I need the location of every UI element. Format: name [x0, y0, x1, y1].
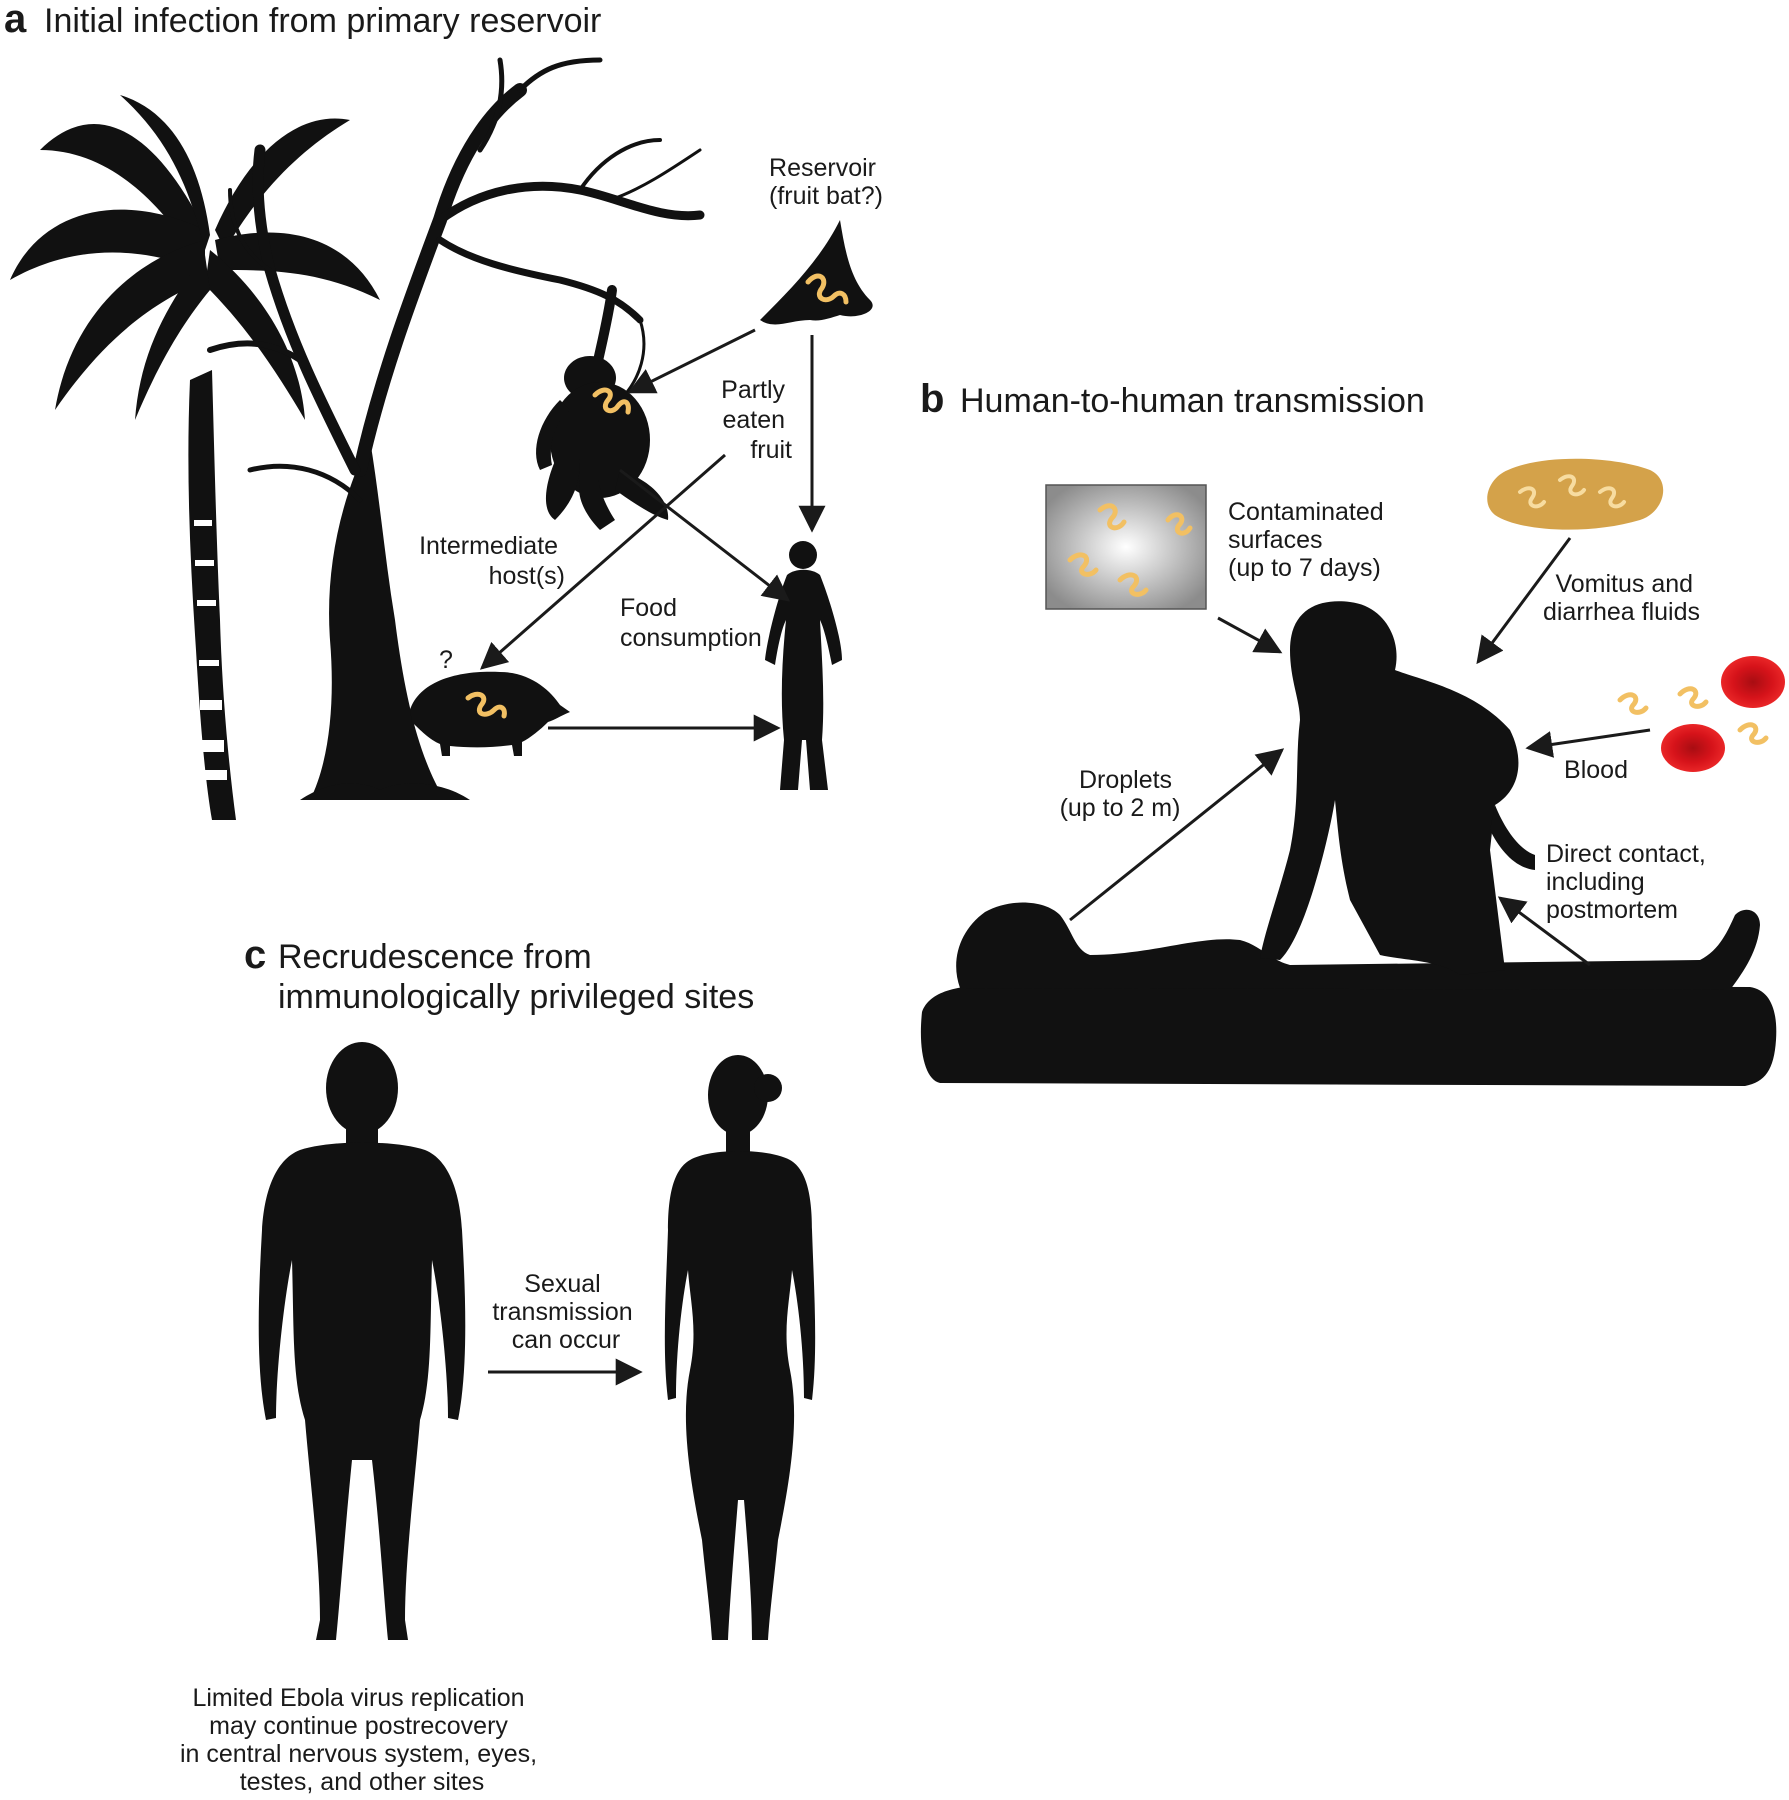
- sexual-transmission-label: Sexual transmission can occur: [492, 1270, 639, 1354]
- replication-note: Limited Ebola virus replication may cont…: [180, 1684, 544, 1796]
- reservoir-label: Reservoir (fruit bat?): [769, 154, 883, 210]
- arrow-fruit-to-boar: [479, 453, 726, 670]
- red-blood-cell-1: [1721, 656, 1785, 708]
- fruit-bat-silhouette: [760, 220, 873, 325]
- monkey-silhouette: [536, 285, 669, 530]
- woman-silhouette: [664, 1055, 816, 1640]
- palm-tree-silhouette: [10, 95, 380, 820]
- arrow-direct-contact: [1497, 896, 1591, 967]
- direct-contact-label: Direct contact, including postmortem: [1546, 840, 1713, 924]
- virus-particles-vomitus: [1518, 474, 1626, 509]
- arrow-droplets: [1069, 748, 1285, 922]
- arrow-surfaces: [1217, 616, 1283, 654]
- blood-cells: [1661, 656, 1785, 772]
- panel-b-letter: b: [920, 377, 944, 421]
- panel-c-title: Recrudescence from immunologically privi…: [278, 938, 754, 1016]
- panel-a-arrows: [479, 328, 826, 742]
- question-mark: ?: [439, 646, 453, 674]
- caregiver-patient-silhouette: [920, 601, 1777, 1086]
- panel-b-arrows: [1069, 537, 1651, 967]
- virus-particles-blood: [1617, 686, 1769, 745]
- panel-b: b Human-to-human transmission: [920, 377, 1785, 1086]
- contaminated-surfaces-label: Contaminated surfaces (up to 7 days): [1228, 498, 1391, 582]
- man-silhouette: [258, 1042, 466, 1640]
- food-consumption-label: Food consumption: [620, 594, 762, 652]
- red-blood-cell-2: [1661, 724, 1725, 772]
- panel-c-letter: c: [244, 933, 266, 977]
- fruit-label: Partly eaten fruit: [721, 376, 792, 464]
- intermediate-host-label: Intermediate host(s): [419, 532, 565, 590]
- standing-person-silhouette: [765, 541, 842, 790]
- panel-a-title: Initial infection from primary reservoir: [44, 2, 601, 40]
- panel-a-letter: a: [4, 0, 27, 41]
- panel-b-title: Human-to-human transmission: [960, 382, 1425, 420]
- arrow-blood: [1525, 728, 1651, 758]
- blood-label: Blood: [1564, 756, 1628, 784]
- panel-c: c Recrudescence from immunologically pri…: [180, 933, 816, 1796]
- panel-a: a Initial infection from primary reservo…: [4, 0, 883, 820]
- droplets-label: Droplets (up to 2 m): [1060, 766, 1181, 822]
- arrow-vomitus: [1476, 537, 1572, 665]
- contaminated-surface-box: [1045, 484, 1207, 610]
- vomitus-label: Vomitus and diarrhea fluids: [1543, 570, 1700, 626]
- bare-tree-silhouette: [207, 57, 705, 800]
- virus-particles-surface: [1067, 503, 1193, 597]
- arrow-bat-to-monkey: [627, 328, 756, 394]
- arrow-monkey-to-human: [619, 468, 791, 602]
- virus-particles-a: [465, 273, 849, 719]
